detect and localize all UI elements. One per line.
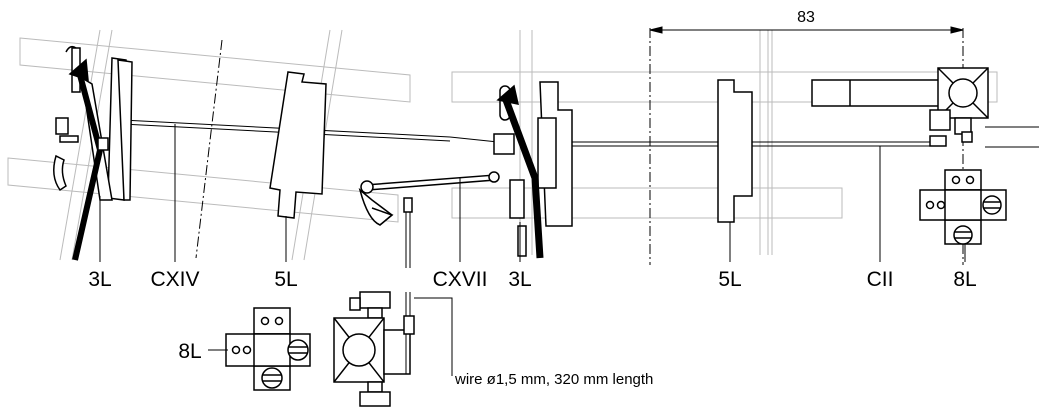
- lever-frame-bottom: [333, 291, 415, 407]
- background-track-left: [7, 29, 411, 261]
- label-3L-left: 3L: [88, 268, 111, 291]
- signal-mid: [493, 81, 573, 259]
- lever-right-assembly: [811, 67, 989, 147]
- crank-assembly: [358, 171, 500, 268]
- dimension-line: [649, 26, 964, 34]
- label-CXVII: CXVII: [433, 268, 488, 291]
- label-8L-left: 8L: [178, 340, 201, 363]
- leader-lines: [99, 124, 966, 262]
- label-wire-note: wire ø1,5 mm, 320 mm length: [454, 371, 653, 388]
- part-8L-left: [225, 307, 311, 391]
- part-8L-right: [919, 169, 1007, 245]
- label-5L-right: 5L: [718, 268, 741, 291]
- label-CXIV: CXIV: [150, 268, 199, 291]
- label-8L-right: 8L: [953, 268, 976, 291]
- label-3L-mid: 3L: [508, 268, 531, 291]
- bracket-right-5L: [717, 79, 753, 223]
- label-5L-left: 5L: [274, 268, 297, 291]
- rods: [121, 119, 1039, 148]
- label-CII: CII: [867, 268, 894, 291]
- dimension-value: 83: [797, 9, 815, 26]
- signal-left: [53, 45, 133, 261]
- bracket-left-5L: [269, 71, 327, 219]
- leader-wire-note: [414, 297, 453, 376]
